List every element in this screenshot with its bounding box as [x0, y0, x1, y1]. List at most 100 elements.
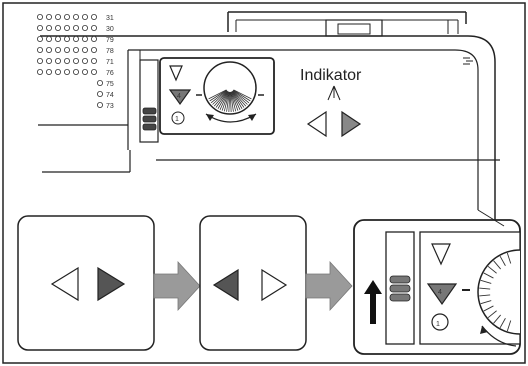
detail-knob-ridge — [487, 265, 497, 274]
step-2-left-triangle — [212, 268, 239, 302]
needle-dot — [37, 58, 44, 65]
step-1-right-triangle — [97, 266, 126, 302]
knob-ridge — [231, 91, 243, 109]
detail-filled-triangle — [426, 283, 458, 306]
needle-dot — [91, 24, 98, 31]
detail-slider-ridge — [389, 284, 411, 293]
needle-dot — [46, 24, 53, 31]
step-2-box — [199, 215, 307, 351]
needle-dot — [64, 69, 71, 76]
knob-ridge — [217, 91, 229, 109]
panel-number: 30 — [106, 26, 114, 33]
knob-ridge — [230, 91, 239, 111]
knob-ridge — [213, 90, 228, 107]
machine-slider[interactable] — [139, 59, 159, 143]
panel-number: 71 — [106, 59, 114, 66]
dial-circle-marker — [171, 111, 185, 125]
needle-dot — [55, 36, 62, 43]
knob-ridge — [208, 89, 227, 100]
indicator-symbol — [306, 85, 362, 138]
needle-row-panel — [37, 13, 104, 109]
indicator-left-outline-triangle — [306, 110, 327, 138]
up-arrow-icon — [364, 280, 382, 324]
needle-dot — [64, 24, 71, 31]
needle-dot — [55, 69, 62, 76]
needle-dot — [97, 91, 104, 98]
detail-knob-ridge — [506, 320, 512, 332]
needle-dot — [91, 13, 98, 20]
knob-ridge — [230, 91, 234, 112]
needle-dot — [46, 69, 53, 76]
panel-number: 75 — [106, 81, 114, 88]
panel-number: 31 — [106, 15, 114, 22]
needle-dot — [64, 47, 71, 54]
detail-knob-ridge — [479, 287, 491, 290]
knob-ridge — [230, 91, 237, 112]
step-2-right-triangle — [261, 268, 288, 302]
detail-knob-ridge — [487, 310, 497, 319]
needle-dot — [82, 36, 89, 43]
sequence-arrow-2 — [305, 260, 353, 312]
detail-knob-ridge — [499, 318, 506, 329]
needle-dot — [82, 47, 89, 54]
needle-dot — [82, 13, 89, 20]
needle-dot — [97, 102, 104, 109]
detail-knob-ridges — [479, 252, 512, 332]
knob-ridge — [232, 90, 248, 105]
needle-dot — [91, 36, 98, 43]
detail-knob-ridge — [493, 260, 501, 270]
knob-ridge — [219, 91, 229, 110]
knob-ridge — [209, 89, 227, 102]
step-3-detail-box: 4 1 — [353, 219, 521, 355]
dial-rotate-arrow-left — [206, 114, 214, 121]
step-1-left-triangle — [50, 266, 79, 302]
needle-dot — [37, 69, 44, 76]
needle-dot — [73, 47, 80, 54]
indicator-right-filled-triangle — [341, 110, 362, 138]
knob-ridge — [210, 90, 228, 104]
indicator-filled-triangle — [168, 89, 192, 106]
needle-dot — [46, 13, 53, 20]
detail-knob-ridge — [499, 255, 506, 266]
needle-dot — [91, 47, 98, 54]
needle-dot — [64, 36, 71, 43]
needle-dot — [55, 47, 62, 54]
detail-dial-knob — [477, 249, 521, 335]
dial-rotate-arrow-right — [248, 114, 256, 121]
knob-ridge — [215, 91, 228, 108]
step-1-box — [17, 215, 155, 351]
panel-number: 74 — [106, 92, 114, 99]
detail-slider-ridge — [389, 275, 411, 284]
needle-dot — [73, 69, 80, 76]
panel-number: 76 — [106, 70, 114, 77]
knob-ridge — [226, 91, 230, 112]
detail-knob-ridge — [493, 314, 501, 324]
detail-circle-marker — [431, 313, 449, 331]
needle-dot — [37, 36, 44, 43]
knob-ridge — [233, 89, 251, 102]
needle-dot — [46, 36, 53, 43]
needle-dot — [64, 58, 71, 65]
knob-ridge — [229, 91, 232, 112]
detail-knob-ridge — [479, 294, 491, 297]
dial-knob[interactable] — [203, 61, 257, 115]
machine-body — [38, 35, 500, 240]
needle-dot — [37, 47, 44, 54]
knob-ridge — [223, 91, 230, 112]
knob-ridge — [212, 90, 228, 105]
sequence-arrow-1 — [153, 260, 201, 312]
knob-ridge — [232, 90, 247, 107]
needle-dot — [91, 69, 98, 76]
needle-dot — [46, 47, 53, 54]
dial-mark-label: 4 — [177, 93, 181, 100]
detail-knob-ridge — [480, 300, 492, 305]
dial-control[interactable]: 4 1 — [159, 57, 275, 135]
needle-dot — [73, 36, 80, 43]
indikator-label: Indikator — [300, 67, 362, 84]
dial-knob-ridges — [208, 89, 252, 112]
knob-ridge — [231, 91, 241, 110]
needle-dot — [55, 58, 62, 65]
needle-dot — [64, 13, 71, 20]
knob-ridge — [232, 91, 245, 108]
